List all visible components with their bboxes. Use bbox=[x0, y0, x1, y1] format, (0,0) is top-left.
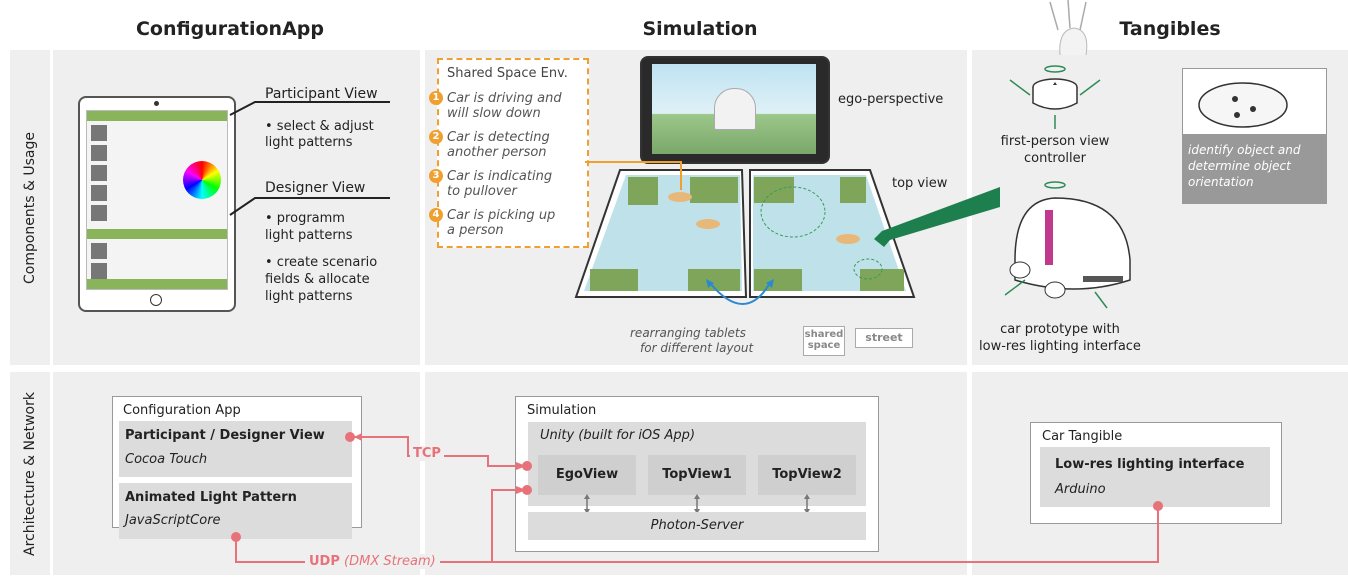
identify-text-2: determine object bbox=[1188, 159, 1291, 173]
simulation-arch-title: Simulation bbox=[527, 403, 597, 418]
step-3-line2: to pullover bbox=[447, 184, 517, 199]
designer-bullet-5: light patterns bbox=[265, 289, 353, 304]
unity-label: Unity (built for iOS App) bbox=[540, 428, 696, 443]
shared-space-connector bbox=[585, 161, 682, 190]
green-pointer-arrow bbox=[874, 187, 1000, 247]
identify-image-box bbox=[1182, 68, 1327, 136]
topview2-box: TopView2 bbox=[758, 455, 856, 495]
step-1-line1: Car is driving and bbox=[447, 91, 562, 106]
animated-label: Animated Light Pattern bbox=[125, 490, 297, 505]
column-title-simulation: Simulation bbox=[642, 18, 758, 40]
tablet-illustration bbox=[78, 96, 236, 312]
step-1-line2: will slow down bbox=[447, 106, 541, 121]
car-label-2: low-res lighting interface bbox=[979, 339, 1141, 354]
designer-bullet-1: • programm bbox=[265, 211, 345, 226]
photon-connectors bbox=[584, 494, 810, 514]
participant-bullet-1: • select & adjust bbox=[265, 119, 374, 134]
identify-text-3: orientation bbox=[1188, 175, 1254, 189]
top-view-tablets bbox=[574, 169, 916, 305]
step-3-line1: Car is indicating bbox=[447, 169, 553, 184]
street-tag: street bbox=[855, 328, 913, 348]
config-usage-leader-lines bbox=[229, 101, 390, 216]
designer-bullet-3: • create scenario bbox=[265, 255, 378, 270]
shared-space-title: Shared Space Env. bbox=[447, 66, 568, 81]
config-app-title: Configuration App bbox=[123, 403, 241, 418]
step-number-2: 2 bbox=[429, 130, 443, 144]
top-view-label: top view bbox=[892, 176, 948, 191]
shared-space-tag-line2: space bbox=[807, 340, 841, 351]
controller-arrows bbox=[1009, 79, 1101, 129]
pd-view-box bbox=[119, 421, 352, 477]
rearrange-line-2: for different layout bbox=[640, 341, 754, 355]
hand-illustration bbox=[1049, 0, 1088, 56]
topview1-box: TopView1 bbox=[648, 455, 746, 495]
step-number-4: 4 bbox=[429, 208, 443, 222]
arduino-label: Arduino bbox=[1055, 482, 1106, 497]
lowres-label: Low-res lighting interface bbox=[1055, 457, 1245, 472]
ego-perspective-label: ego-perspective bbox=[838, 92, 944, 107]
dmx-label: (DMX Stream) bbox=[344, 554, 436, 569]
designer-bullet-4: fields & allocate bbox=[265, 272, 370, 287]
egoview-box: EgoView bbox=[538, 455, 636, 495]
participant-view-title: Participant View bbox=[265, 86, 378, 102]
tcp-label: TCP bbox=[410, 446, 444, 461]
ego-screen bbox=[652, 64, 816, 154]
tablet-home-button bbox=[150, 294, 162, 306]
ego-tablet bbox=[640, 56, 830, 164]
lowres-box bbox=[1040, 447, 1270, 507]
participant-bullet-2: light patterns bbox=[265, 135, 353, 150]
identify-text-1: identify object and bbox=[1188, 143, 1301, 157]
column-title-config: ConfigurationApp bbox=[135, 18, 324, 40]
shared-space-box bbox=[437, 58, 589, 248]
step-2-line1: Car is detecting bbox=[447, 130, 550, 145]
shared-space-tag-line1: shared bbox=[804, 329, 844, 340]
pd-view-label: Participant / Designer View bbox=[125, 428, 325, 443]
controller-illustration bbox=[1032, 65, 1078, 110]
shared-space-tag: shared space bbox=[803, 326, 845, 356]
animated-box bbox=[119, 483, 352, 539]
photon-server-box: Photon-Server bbox=[528, 512, 866, 540]
step-number-3: 3 bbox=[429, 169, 443, 183]
tablet-camera bbox=[154, 101, 159, 106]
step-4-line2: a person bbox=[447, 223, 504, 238]
udp-label-group: UDP (DMX Stream) bbox=[305, 554, 440, 569]
step-2-line2: another person bbox=[447, 145, 547, 160]
jscore-label: JavaScriptCore bbox=[125, 513, 221, 528]
identify-box bbox=[1182, 134, 1327, 204]
step-4-line1: Car is picking up bbox=[447, 208, 556, 223]
designer-view-title: Designer View bbox=[265, 180, 366, 196]
column-title-tangibles: Tangibles bbox=[1119, 18, 1221, 40]
step-number-1: 1 bbox=[429, 91, 443, 105]
row-label-architecture: Architecture & Network bbox=[10, 372, 50, 575]
designer-bullet-2: light patterns bbox=[265, 228, 353, 243]
color-wheel bbox=[183, 161, 221, 199]
udp-label: UDP bbox=[309, 554, 340, 569]
car-tangible-title: Car Tangible bbox=[1042, 429, 1123, 444]
row-label-components: Components & Usage bbox=[10, 50, 50, 365]
controller-label-2: controller bbox=[1023, 151, 1087, 166]
controller-label-1: first-person view bbox=[1000, 134, 1110, 149]
rearrange-line-1: rearranging tablets bbox=[630, 326, 746, 340]
car-label-1: car prototype with bbox=[1000, 322, 1120, 337]
cocoa-touch-label: Cocoa Touch bbox=[125, 452, 208, 467]
car-prototype-illustration bbox=[1004, 181, 1131, 309]
tablet-screen bbox=[86, 110, 228, 290]
puck-bottom-illustration bbox=[1198, 82, 1288, 128]
